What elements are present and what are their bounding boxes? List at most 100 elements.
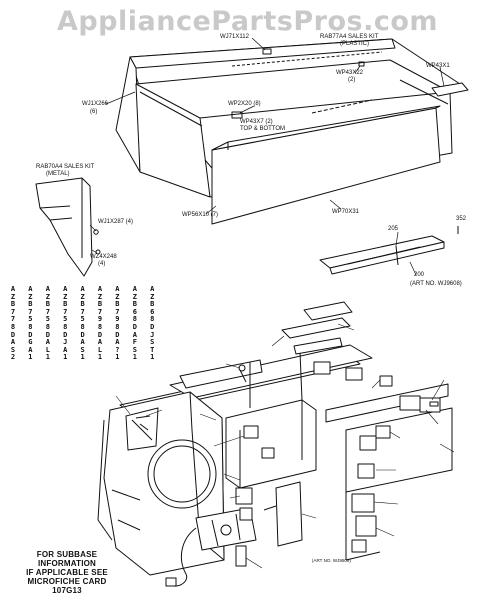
subbase-note: FOR SUBBASE INFORMATION IF APPLICABLE SE… <box>8 550 126 595</box>
label-kit-left-1: RAB70A4 SALES KIT <box>36 164 95 170</box>
control-box <box>225 399 317 521</box>
model-number-char: D <box>80 330 85 339</box>
model-number-char: 6 <box>132 307 137 316</box>
label-wp43x22: WP43X22 <box>336 70 364 76</box>
label-art-number-upper: (ART NO. WJ9608) <box>410 281 462 287</box>
label-wp56x10: WP56X10 (7) <box>182 212 219 218</box>
side-bracket <box>35 177 101 277</box>
model-number-char: A <box>80 285 85 293</box>
model-number-char: A <box>63 345 68 354</box>
model-number-char: D <box>97 330 103 339</box>
label-kit-left-2: (METAL) <box>46 171 70 177</box>
accent-strip <box>431 82 469 97</box>
model-number-char: A <box>132 330 137 339</box>
label-wp43x7: WP43X7 (2) <box>240 119 273 125</box>
leader-lines-lower <box>115 323 455 569</box>
model-number-char: S <box>80 345 85 354</box>
model-number-char: Z <box>45 292 50 301</box>
label-wp70x31: WP70X31 <box>332 209 360 215</box>
model-number-char: B <box>45 300 50 309</box>
thermostat-switches <box>238 301 441 439</box>
model-number-char: 1 <box>97 353 103 362</box>
model-number-char: A <box>10 338 16 347</box>
note-line-4: 107G13 <box>52 586 82 595</box>
model-number-char: 9 <box>115 315 120 324</box>
model-number-char: D <box>10 330 16 339</box>
model-number-char: 8 <box>28 322 33 331</box>
model-number-char: 7 <box>10 315 16 324</box>
model-number-char: 1 <box>63 353 68 362</box>
model-number-char: Z <box>132 292 137 301</box>
label-wj71x112: WJ71X112 <box>220 34 249 40</box>
model-number-char: 8 <box>150 315 155 324</box>
model-number-char: 8 <box>97 322 103 331</box>
model-number-char: G <box>28 338 33 347</box>
model-number-char: A <box>28 285 33 293</box>
model-number-char: Z <box>28 292 33 301</box>
front-trim-panel <box>211 105 441 225</box>
model-number-char: 1 <box>132 353 137 362</box>
model-number-char: A <box>45 285 50 293</box>
model-number-char: B <box>132 300 137 309</box>
model-number-char: 7 <box>45 307 50 316</box>
right-control-panel <box>325 383 453 561</box>
label-part-205: 205 <box>388 226 399 232</box>
model-number-char: 9 <box>97 315 103 324</box>
label-wz4x248: WZ4X248 <box>90 254 117 260</box>
model-number-char: B <box>150 300 155 309</box>
label-wp43x7-position: TOP & BOTTOM <box>240 126 286 132</box>
label-kit-top-2: (PLASTIC) <box>340 41 370 47</box>
model-number-char: A <box>97 285 103 293</box>
model-number-char: D <box>63 330 68 339</box>
model-number-char: 7 <box>28 307 33 316</box>
model-number-char: 8 <box>115 322 120 331</box>
model-number-char: Z <box>80 292 85 301</box>
model-number-char: 7 <box>10 307 16 316</box>
power-cord <box>165 527 247 587</box>
model-number-char: 1 <box>45 353 50 362</box>
model-number-char: A <box>80 338 85 347</box>
model-number-char: A <box>150 285 155 293</box>
model-number-char: 8 <box>45 322 50 331</box>
model-number-char: D <box>132 322 137 331</box>
model-number-char: A <box>28 345 33 354</box>
model-number-char: 2 <box>10 353 16 362</box>
model-number-char: 6 <box>150 307 155 316</box>
model-number-char: S <box>132 345 137 354</box>
model-number-char: 7 <box>63 307 68 316</box>
model-number-char: A <box>45 338 50 347</box>
label-wj1x266: WJ1X266 <box>82 101 109 107</box>
model-number-char: A <box>97 338 103 347</box>
note-line-1: FOR SUBBASE INFORMATION <box>36 550 98 568</box>
model-number-char: B <box>80 300 85 309</box>
model-number-char: T <box>150 345 155 354</box>
model-number-char: B <box>63 300 68 309</box>
model-number-char: B <box>28 300 33 309</box>
model-number-char: B <box>10 300 16 309</box>
model-number-char: Z <box>150 292 155 301</box>
model-number-char: Z <box>97 292 103 301</box>
model-number-char: B <box>115 300 120 309</box>
label-wj1x266-qty: (6) <box>90 109 98 115</box>
model-number-char: A <box>115 338 120 347</box>
model-number-char: A <box>132 285 137 293</box>
model-number-char: Z <box>10 292 16 301</box>
model-number-char: 1 <box>150 353 155 362</box>
note-line-3: MICROFICHE CARD <box>27 577 107 586</box>
model-number-char: 8 <box>10 322 16 331</box>
model-number-char: 1 <box>115 353 120 362</box>
label-wp43x22-qty: (2) <box>348 77 356 83</box>
model-number-char: D <box>28 330 33 339</box>
model-number-char: Z <box>63 292 68 301</box>
model-number-char: 1 <box>28 353 33 362</box>
label-wp43x1: WP43X1 <box>426 63 450 69</box>
trim-strip <box>319 226 459 275</box>
